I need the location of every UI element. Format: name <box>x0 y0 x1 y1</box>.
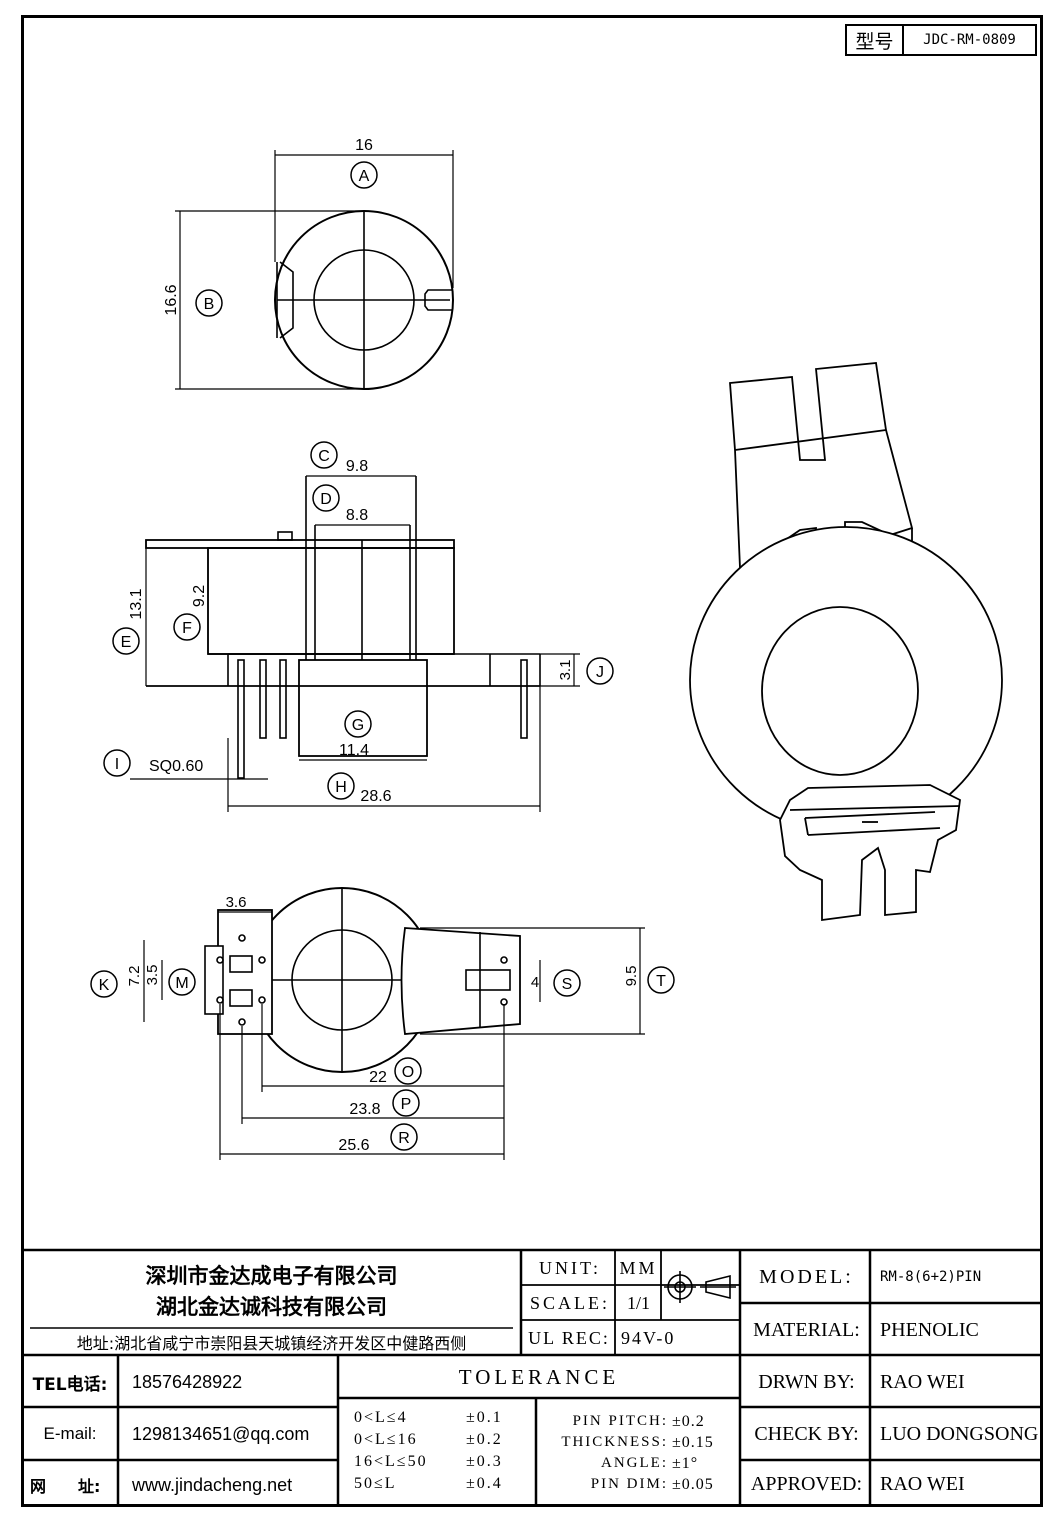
tolerance-range: 0<L≤16 <box>354 1431 418 1448</box>
approved-label: APPROVED: <box>750 1472 863 1495</box>
drawn-by-value: RAO WEI <box>880 1370 965 1393</box>
callout-h: H <box>335 779 347 796</box>
tolerance-value: ±0.3 <box>466 1453 503 1470</box>
company-address: 地址:湖北省咸宁市崇阳县天城镇经济开发区中健路西侧 <box>76 1334 467 1353</box>
pin-tolerance-label: PIN DIM: <box>590 1476 668 1492</box>
drawn-by-label: DRWN BY: <box>758 1370 855 1393</box>
dim-e-value: 13.1 <box>128 588 145 619</box>
dim-t-value: 9.5 <box>623 966 640 987</box>
dim-b-value: 16.6 <box>163 284 180 315</box>
scale-label: SCALE: <box>529 1292 610 1313</box>
scale-value: 1/1 <box>626 1292 650 1313</box>
model-number-box: 型号 JDC-RM-0809 <box>845 24 1037 56</box>
tel-value: 18576428922 <box>132 1371 243 1392</box>
callout-m: M <box>175 975 188 992</box>
tolerance-range: 0<L≤4 <box>354 1409 408 1426</box>
dim-j-value: 3.1 <box>557 660 574 681</box>
pin-tolerance-value: ±0.05 <box>672 1475 714 1493</box>
dim-a-value: 16 <box>355 137 373 154</box>
tolerance-value: ±0.1 <box>466 1409 503 1426</box>
callout-b: B <box>204 296 215 313</box>
bottom-view: 3.6 7.2 K 3.5 M 4 S 9.5 T 22 O 23.8 P 25… <box>90 887 675 1160</box>
tolerance-value: ±0.4 <box>466 1475 503 1492</box>
model-label: MODEL: <box>759 1265 854 1288</box>
material-value: PHENOLIC <box>880 1318 979 1341</box>
model-number-key: 型号 <box>847 26 904 54</box>
dim-g-value: 11.4 <box>339 742 369 759</box>
dim-d-value: 8.8 <box>346 507 368 524</box>
unit-value: MM <box>619 1257 658 1278</box>
tolerance-value: ±0.2 <box>466 1431 503 1448</box>
dim-o-value: 22 <box>369 1069 387 1086</box>
pin-tolerance-label: PIN PITCH: <box>572 1413 668 1429</box>
check-by-value: LUO DONGSONG <box>880 1422 1039 1445</box>
dim-k-value: 7.2 <box>126 966 143 987</box>
callout-p: P <box>401 1096 412 1113</box>
dim-i-value: SQ0.60 <box>149 758 203 775</box>
dim-s-value: 4 <box>531 974 539 991</box>
callout-j: J <box>596 664 604 681</box>
dim-c-value: 9.8 <box>346 458 368 475</box>
unit-label: UNIT: <box>538 1257 602 1278</box>
tel-label: TEL电话: <box>32 1374 108 1395</box>
callout-s: S <box>562 976 573 993</box>
web-label-2: 址: <box>78 1477 101 1496</box>
callout-k: K <box>99 977 110 994</box>
dim-r-value: 25.6 <box>338 1137 369 1154</box>
callout-a: A <box>359 168 370 185</box>
check-by-label: CHECK BY: <box>754 1422 859 1445</box>
pin-tolerance-label: ANGLE: <box>601 1455 668 1471</box>
tolerance-range: 50≤L <box>354 1475 397 1492</box>
callout-g: G <box>352 717 364 734</box>
company-name-1: 深圳市金达成电子有限公司 <box>145 1264 398 1288</box>
email-label: E-mail: <box>43 1424 97 1443</box>
material-label: MATERIAL: <box>753 1318 860 1341</box>
callout-c: C <box>318 448 330 465</box>
model-value: RM-8(6+2)PIN <box>880 1269 982 1285</box>
approved-value: RAO WEI <box>880 1472 965 1495</box>
pin-tolerance-value: ±0.15 <box>672 1433 714 1451</box>
drawing-frame <box>21 15 1043 1507</box>
tolerance-title: TOLERANCE <box>458 1364 620 1389</box>
callout-o: O <box>402 1064 414 1081</box>
dim-m-value: 3.5 <box>144 965 161 986</box>
callout-f: F <box>182 620 192 637</box>
pin-tolerance-value: ±0.2 <box>672 1412 705 1430</box>
company-name-2: 湖北金达诚科技有限公司 <box>156 1295 387 1319</box>
callout-r: R <box>398 1130 410 1147</box>
web-value[interactable]: www.jindacheng.net <box>132 1474 293 1495</box>
ul-rec-value: 94V-0 <box>621 1327 676 1348</box>
callout-i: I <box>115 756 119 773</box>
dim-f-value: 9.2 <box>191 585 208 607</box>
callout-e: E <box>121 634 132 651</box>
dim-h-value: 28.6 <box>360 788 391 805</box>
dim-p-value: 23.8 <box>349 1101 380 1118</box>
dim-3-6-value: 3.6 <box>226 894 247 911</box>
email-value[interactable]: 1298134651@qq.com <box>132 1423 310 1444</box>
web-label-1: 网 <box>30 1477 47 1496</box>
ul-rec-label: UL REC: <box>528 1327 610 1348</box>
callout-d: D <box>320 491 332 508</box>
callout-t: T <box>656 973 666 990</box>
projection-symbol-icon <box>664 1271 736 1303</box>
isometric-view <box>689 362 1003 922</box>
top-view: 16 A 16.6 B <box>163 137 454 390</box>
pin-tolerance-value: ±1° <box>672 1454 699 1472</box>
title-block-grid <box>21 1248 1043 1507</box>
pin-tolerance-label: THICKNESS: <box>561 1434 668 1450</box>
tolerance-range: 16<L≤50 <box>354 1453 428 1470</box>
model-number-value: JDC-RM-0809 <box>923 32 1016 48</box>
side-view: 9.8 C 8.8 D 13.1 E 9.2 F 11.4 G 28.6 H S… <box>103 441 614 812</box>
